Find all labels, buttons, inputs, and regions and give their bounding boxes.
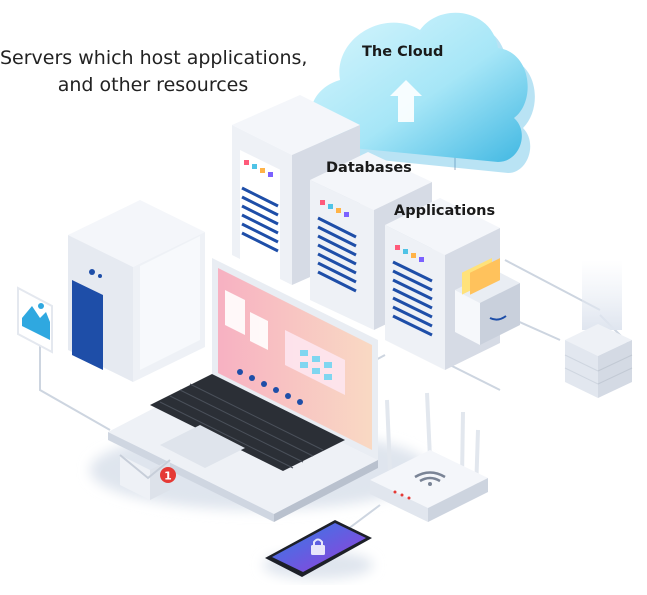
lock-icon bbox=[311, 538, 325, 555]
file-drawer-icon bbox=[455, 258, 520, 345]
caption-line-1: Servers which host applications, bbox=[0, 47, 308, 69]
router bbox=[370, 392, 488, 522]
upload-arrow-icon bbox=[390, 80, 422, 122]
smartphone bbox=[263, 520, 373, 579]
picture-icon bbox=[17, 286, 53, 354]
storage-stack bbox=[564, 260, 633, 398]
databases-label: Databases bbox=[326, 160, 412, 176]
tower-server-left bbox=[68, 200, 205, 382]
application-server bbox=[385, 198, 520, 370]
wifi-icon bbox=[414, 471, 446, 483]
cloud-icon bbox=[310, 12, 535, 173]
applications-label: Applications bbox=[394, 203, 496, 219]
caption-line-2: and other resources bbox=[57, 74, 249, 96]
servers-caption: Servers which host applications, and oth… bbox=[0, 45, 308, 99]
laptop bbox=[90, 258, 430, 522]
notification-count: 1 bbox=[164, 470, 172, 483]
notification-badge bbox=[160, 467, 176, 483]
cloud-label: The Cloud bbox=[362, 44, 444, 60]
envelope-icon: 1 bbox=[119, 454, 176, 500]
